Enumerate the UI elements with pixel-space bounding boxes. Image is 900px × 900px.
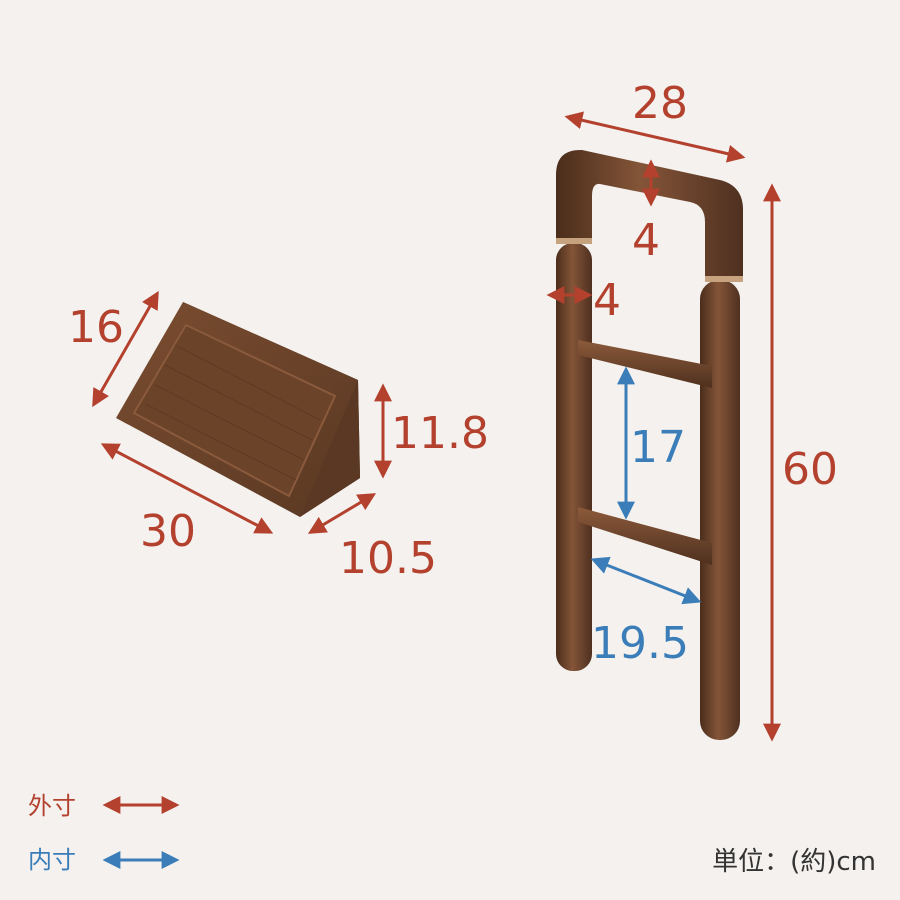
block-side-face <box>300 380 360 517</box>
block-width-label: 30 <box>140 506 196 557</box>
upper-rung <box>578 340 712 388</box>
top-bar-thickness-label: 4 <box>632 215 660 266</box>
inner-width-arrow <box>590 556 702 605</box>
legend: 外寸 内寸 <box>28 792 180 874</box>
inner-width-label: 19.5 <box>591 618 689 669</box>
block-base-label: 10.5 <box>339 533 437 584</box>
rung-gap-label: 17 <box>630 422 686 473</box>
block-width-arrow <box>100 443 274 534</box>
block-depth-arrow <box>92 290 159 408</box>
frame-width-arrow <box>564 111 746 163</box>
block-height-label: 11.8 <box>391 408 489 459</box>
frame-width-label: 28 <box>632 78 688 129</box>
legend-inner-label: 内寸 <box>28 846 76 874</box>
wooden-block-illustration <box>116 302 360 517</box>
right-post <box>700 280 740 740</box>
wooden-frame-illustration <box>556 149 744 740</box>
left-post <box>556 243 592 671</box>
left-joint-band <box>556 238 592 244</box>
top-handle <box>556 149 744 280</box>
frame-height-label: 60 <box>782 444 838 495</box>
post-thickness-label: 4 <box>593 275 621 326</box>
unit-label: 単位：(約)cm <box>712 847 876 877</box>
block-base-arrow <box>307 493 377 534</box>
right-joint-band <box>705 276 743 282</box>
legend-outer-label: 外寸 <box>28 792 76 820</box>
block-depth-label: 16 <box>68 302 124 353</box>
lower-rung <box>578 507 712 565</box>
